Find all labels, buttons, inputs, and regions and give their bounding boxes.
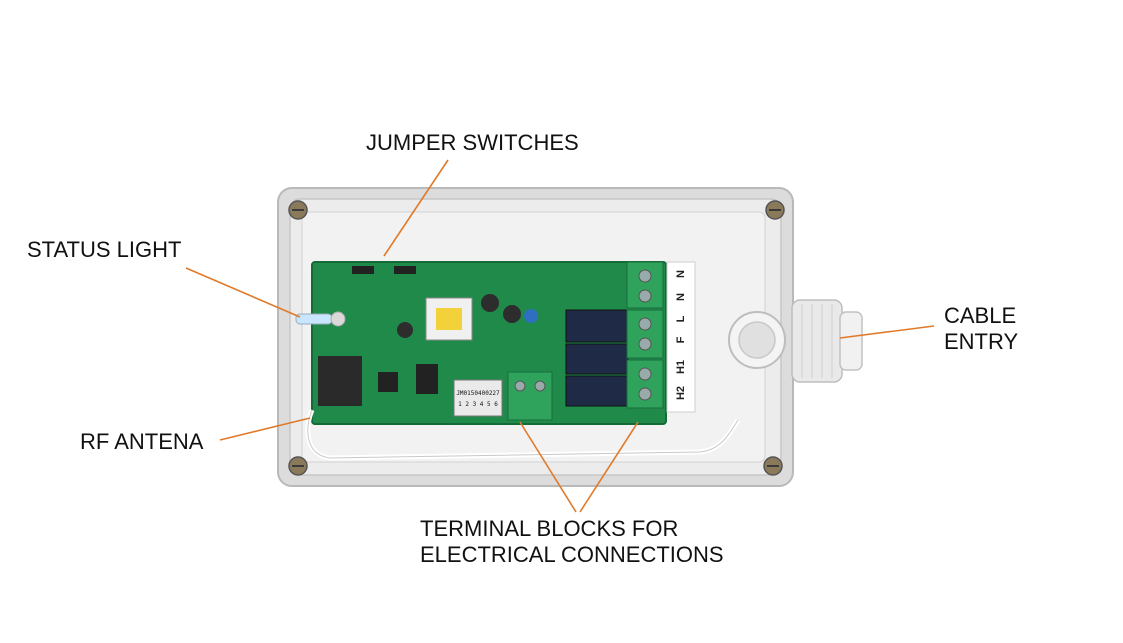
relay bbox=[565, 375, 629, 407]
screw-icon bbox=[765, 200, 785, 220]
callout-terminal-blocks-line2: ELECTRICAL CONNECTIONS bbox=[420, 542, 724, 567]
pcb-board: JM0150400227 1 2 3 4 5 6 bbox=[295, 261, 667, 425]
callout-jumper-switches: JUMPER SWITCHES bbox=[366, 130, 579, 156]
capacitor bbox=[481, 294, 499, 312]
leader-antenna bbox=[219, 417, 311, 441]
callout-cable-entry-line1: CABLE bbox=[944, 303, 1017, 328]
screw-icon bbox=[288, 456, 308, 476]
module-numbers: 1 2 3 4 5 6 bbox=[458, 401, 498, 408]
terminal-legend-n2: N bbox=[675, 293, 687, 301]
terminal-legend-h2: H2 bbox=[675, 386, 687, 400]
callout-status-light: STATUS LIGHT bbox=[27, 237, 181, 263]
capacitor bbox=[397, 322, 413, 338]
relay bbox=[565, 309, 629, 343]
relay bbox=[565, 343, 629, 375]
terminal-block bbox=[626, 261, 664, 309]
leader-terminal-a bbox=[519, 421, 577, 513]
capacitor bbox=[503, 305, 521, 323]
screw-icon bbox=[763, 456, 783, 476]
screw-icon bbox=[288, 200, 308, 220]
terminal-legend-strip: N N L F H1 H2 bbox=[666, 261, 696, 413]
callout-terminal-blocks-line1: TERMINAL BLOCKS FOR bbox=[420, 516, 679, 541]
rf-module bbox=[318, 356, 362, 406]
terminal-block bbox=[626, 359, 664, 409]
terminal-legend-h1: H1 bbox=[675, 360, 687, 374]
module-serial: JM0150400227 bbox=[456, 390, 500, 397]
leader-jumper bbox=[383, 159, 449, 257]
callout-rf-antenna: RF ANTENA bbox=[80, 429, 203, 455]
callout-cable-entry-line2: ENTRY bbox=[944, 329, 1019, 354]
callout-jumper-switches-text: JUMPER SWITCHES bbox=[366, 130, 579, 155]
jumper-header bbox=[352, 266, 374, 274]
callout-status-light-text: STATUS LIGHT bbox=[27, 237, 182, 262]
terminal-legend-l: L bbox=[675, 315, 687, 322]
terminal-block bbox=[507, 371, 553, 421]
callout-terminal-blocks: TERMINAL BLOCKS FOR ELECTRICAL CONNECTIO… bbox=[420, 516, 724, 568]
ic-chip bbox=[378, 372, 398, 392]
terminal-block bbox=[626, 309, 664, 359]
leader-cable bbox=[839, 325, 935, 339]
leader-lines bbox=[185, 159, 935, 513]
status-led bbox=[295, 311, 346, 327]
capacitor bbox=[524, 309, 538, 323]
terminal-legend-n1: N bbox=[675, 270, 687, 278]
callout-rf-antenna-text: RF ANTENA bbox=[80, 429, 204, 454]
jumper-header bbox=[394, 266, 416, 274]
corner-screws bbox=[288, 200, 785, 476]
leader-terminal-b bbox=[579, 421, 639, 513]
cable-gland bbox=[728, 299, 863, 383]
module-label bbox=[453, 379, 503, 417]
callout-cable-entry: CABLE ENTRY bbox=[944, 303, 1018, 355]
terminal-legend-f: F bbox=[675, 336, 687, 343]
leader-status bbox=[185, 267, 301, 318]
ic-chip bbox=[416, 364, 438, 394]
